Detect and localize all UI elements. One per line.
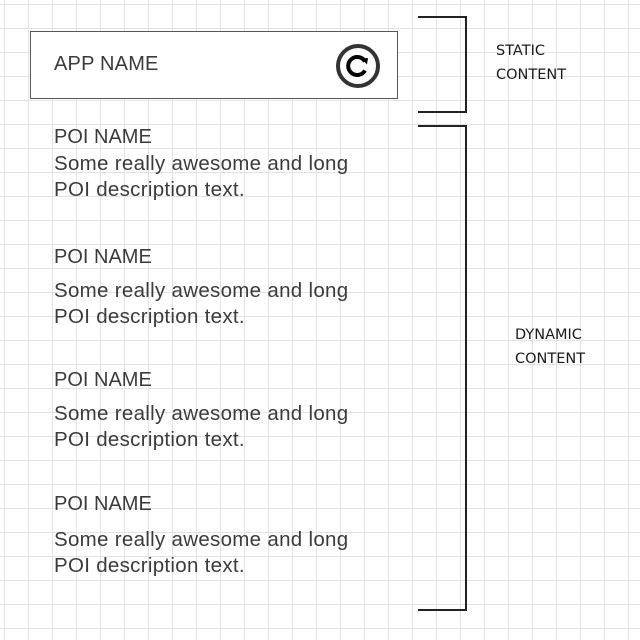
static-content-bracket	[418, 16, 467, 113]
static-content-label: STATIC CONTENT	[496, 39, 566, 87]
dynamic-label-line1: DYNAMIC	[515, 327, 582, 343]
poi-description-line1: Some really awesome and long	[54, 528, 349, 551]
poi-description-line2: POI description text.	[54, 305, 245, 328]
refresh-icon	[336, 44, 380, 88]
poi-description-line2: POI description text.	[54, 178, 245, 201]
app-header: APP NAME	[30, 31, 398, 99]
poi-description-line2: POI description text.	[54, 554, 245, 577]
poi-name: POI NAME	[54, 493, 152, 515]
static-label-line2: CONTENT	[496, 67, 567, 83]
dynamic-content-label: DYNAMIC CONTENT	[515, 323, 585, 371]
poi-description-line2: POI description text.	[54, 428, 245, 451]
poi-description-line1: Some really awesome and long	[54, 402, 349, 425]
dynamic-content-bracket	[418, 125, 467, 611]
poi-description-line1: Some really awesome and long	[54, 152, 349, 175]
poi-name: POI NAME	[54, 126, 152, 148]
dynamic-label-line2: CONTENT	[515, 351, 586, 367]
refresh-button[interactable]	[334, 42, 382, 90]
poi-name: POI NAME	[54, 246, 152, 268]
poi-description-line1: Some really awesome and long	[54, 279, 349, 302]
poi-name: POI NAME	[54, 369, 152, 391]
app-name: APP NAME	[54, 53, 159, 75]
static-label-line1: STATIC	[496, 43, 545, 59]
